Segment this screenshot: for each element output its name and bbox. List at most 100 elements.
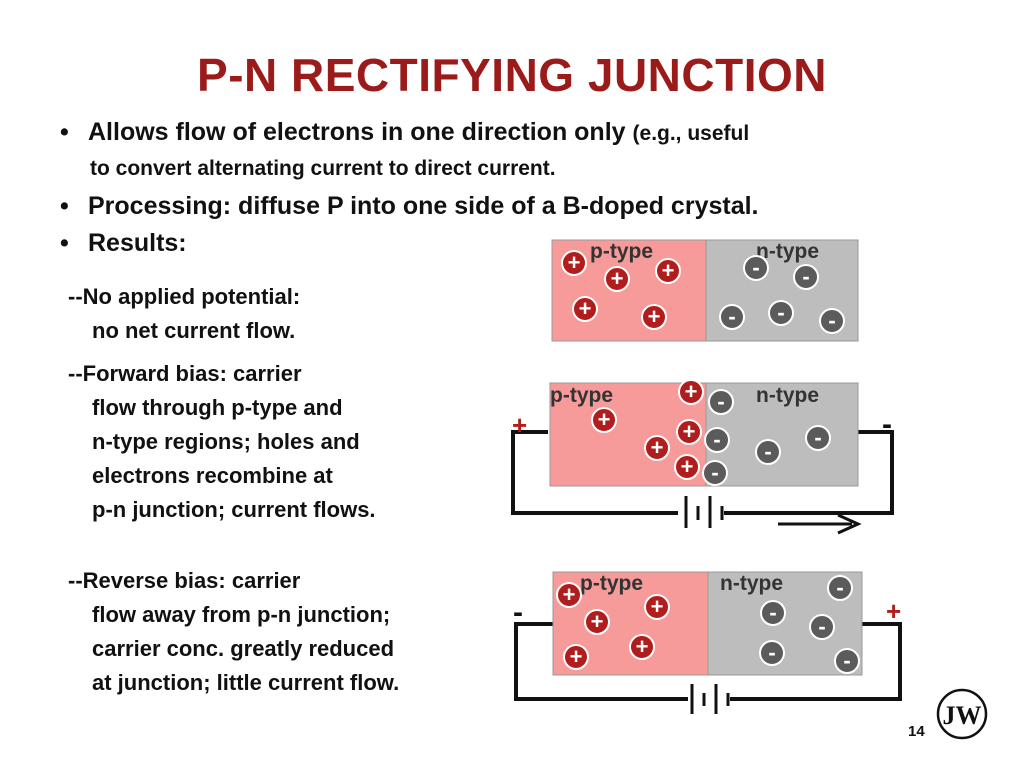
- p-type-label: p-type: [580, 572, 643, 595]
- electron-carrier: -: [793, 264, 819, 290]
- bullet-allows-flow: •Allows flow of electrons in one directi…: [60, 118, 749, 147]
- svg-text:-: -: [843, 648, 850, 673]
- svg-text:-: -: [769, 600, 776, 625]
- electron-carrier: -: [704, 427, 730, 453]
- forward-bias-line: electrons recombine at: [92, 463, 333, 488]
- n-type-label: n-type: [756, 384, 819, 407]
- svg-text:-: -: [818, 614, 825, 639]
- hole-carrier: +: [591, 407, 617, 433]
- svg-text:-: -: [717, 389, 724, 414]
- electron-carrier: -: [759, 640, 785, 666]
- negative-terminal-label: -: [882, 408, 892, 441]
- svg-text:-: -: [836, 575, 843, 600]
- n-type-label: n-type: [720, 572, 783, 595]
- bullet-dot: •: [60, 192, 69, 220]
- diagram-reverse-bias: p-type n-type - +: [513, 571, 902, 714]
- electron-carrier: -: [755, 439, 781, 465]
- hole-carrier: +: [676, 419, 702, 445]
- bullet-text: Allows flow of electrons in one directio…: [88, 118, 626, 146]
- battery-icon: [684, 496, 724, 528]
- electron-carrier: -: [743, 255, 769, 281]
- forward-bias-line: flow through p-type and: [92, 395, 343, 420]
- svg-text:-: -: [728, 304, 735, 329]
- svg-text:+: +: [651, 435, 664, 460]
- svg-text:+: +: [683, 419, 696, 444]
- svg-text:-: -: [713, 427, 720, 452]
- svg-text:+: +: [598, 407, 611, 432]
- current-arrow-icon: [778, 513, 862, 535]
- svg-text:+: +: [568, 250, 581, 275]
- reverse-bias-line: --Reverse bias: carrier: [68, 568, 301, 593]
- forward-bias-line: --Forward bias: carrier: [68, 361, 302, 386]
- hole-carrier: +: [674, 454, 700, 480]
- svg-text:-: -: [802, 264, 809, 289]
- svg-text:+: +: [648, 304, 661, 329]
- svg-text:+: +: [685, 379, 698, 404]
- electron-carrier: -: [819, 308, 845, 334]
- p-type-label: p-type: [550, 384, 613, 407]
- electron-carrier: -: [809, 614, 835, 640]
- forward-bias-text: --Forward bias: carrier flow through p-t…: [68, 357, 376, 527]
- battery-icon: [690, 684, 730, 714]
- bullet-text: Results:: [88, 229, 187, 257]
- svg-text:+: +: [636, 634, 649, 659]
- electron-carrier: -: [760, 600, 786, 626]
- electron-carrier: -: [768, 300, 794, 326]
- electron-carrier: -: [719, 304, 745, 330]
- forward-bias-line: p-n junction; current flows.: [92, 497, 376, 522]
- forward-bias-line: n-type regions; holes and: [92, 429, 360, 454]
- positive-terminal-label: +: [886, 596, 901, 626]
- circuit-wire: [514, 622, 902, 701]
- bullet-results: • Results:: [60, 229, 187, 258]
- hole-carrier: +: [678, 379, 704, 405]
- hole-carrier: +: [655, 258, 681, 284]
- svg-text:-: -: [777, 300, 784, 325]
- bullet-aside: (e.g., useful: [632, 122, 750, 145]
- wiley-logo-icon: JW: [936, 688, 988, 740]
- hole-carrier: +: [604, 266, 630, 292]
- svg-text:+: +: [681, 454, 694, 479]
- no-potential-line: --No applied potential:: [68, 284, 301, 309]
- hole-carrier: +: [561, 250, 587, 276]
- n-type-label: n-type: [756, 240, 819, 263]
- reverse-bias-line: flow away from p-n junction;: [92, 602, 391, 627]
- hole-carrier: +: [563, 644, 589, 670]
- electron-carrier: -: [827, 575, 853, 601]
- svg-text:-: -: [768, 640, 775, 665]
- bullet-text: Processing: diffuse P into one side of a…: [88, 192, 759, 220]
- circuit-wire: [511, 430, 894, 515]
- bullet-dot: •: [60, 229, 69, 257]
- bullet-processing: • Processing: diffuse P into one side of …: [60, 192, 759, 221]
- svg-text:JW: JW: [943, 701, 982, 730]
- page-number: 14: [908, 723, 925, 740]
- hole-carrier: +: [644, 435, 670, 461]
- hole-carrier: +: [629, 634, 655, 660]
- reverse-bias-text: --Reverse bias: carrier flow away from p…: [68, 564, 399, 700]
- bullet-continuation: to convert alternating current to direct…: [90, 157, 556, 180]
- svg-text:+: +: [579, 296, 592, 321]
- svg-text:+: +: [662, 258, 675, 283]
- svg-text:+: +: [651, 594, 664, 619]
- hole-carrier: +: [556, 582, 582, 608]
- hole-carrier: +: [584, 609, 610, 635]
- svg-text:+: +: [570, 644, 583, 669]
- svg-text:+: +: [563, 582, 576, 607]
- no-potential-text: --No applied potential: no net current f…: [68, 280, 300, 348]
- slide-title: P-N RECTIFYING JUNCTION: [197, 49, 827, 101]
- p-type-label: p-type: [590, 240, 653, 263]
- electron-carrier: -: [805, 425, 831, 451]
- electron-carrier: -: [708, 389, 734, 415]
- negative-terminal-label: -: [513, 596, 523, 629]
- electron-carrier: -: [702, 460, 728, 486]
- diagram-forward-bias: p-type n-type + -: [511, 382, 894, 535]
- svg-text:-: -: [711, 460, 718, 485]
- diagram-no-bias: p-type n-type: [551, 239, 859, 342]
- svg-text:+: +: [591, 609, 604, 634]
- hole-carrier: +: [572, 296, 598, 322]
- reverse-bias-line: at junction; little current flow.: [92, 670, 400, 695]
- electron-carrier: -: [834, 648, 860, 674]
- svg-text:+: +: [611, 266, 624, 291]
- positive-terminal-label: +: [512, 410, 527, 440]
- svg-text:-: -: [828, 308, 835, 333]
